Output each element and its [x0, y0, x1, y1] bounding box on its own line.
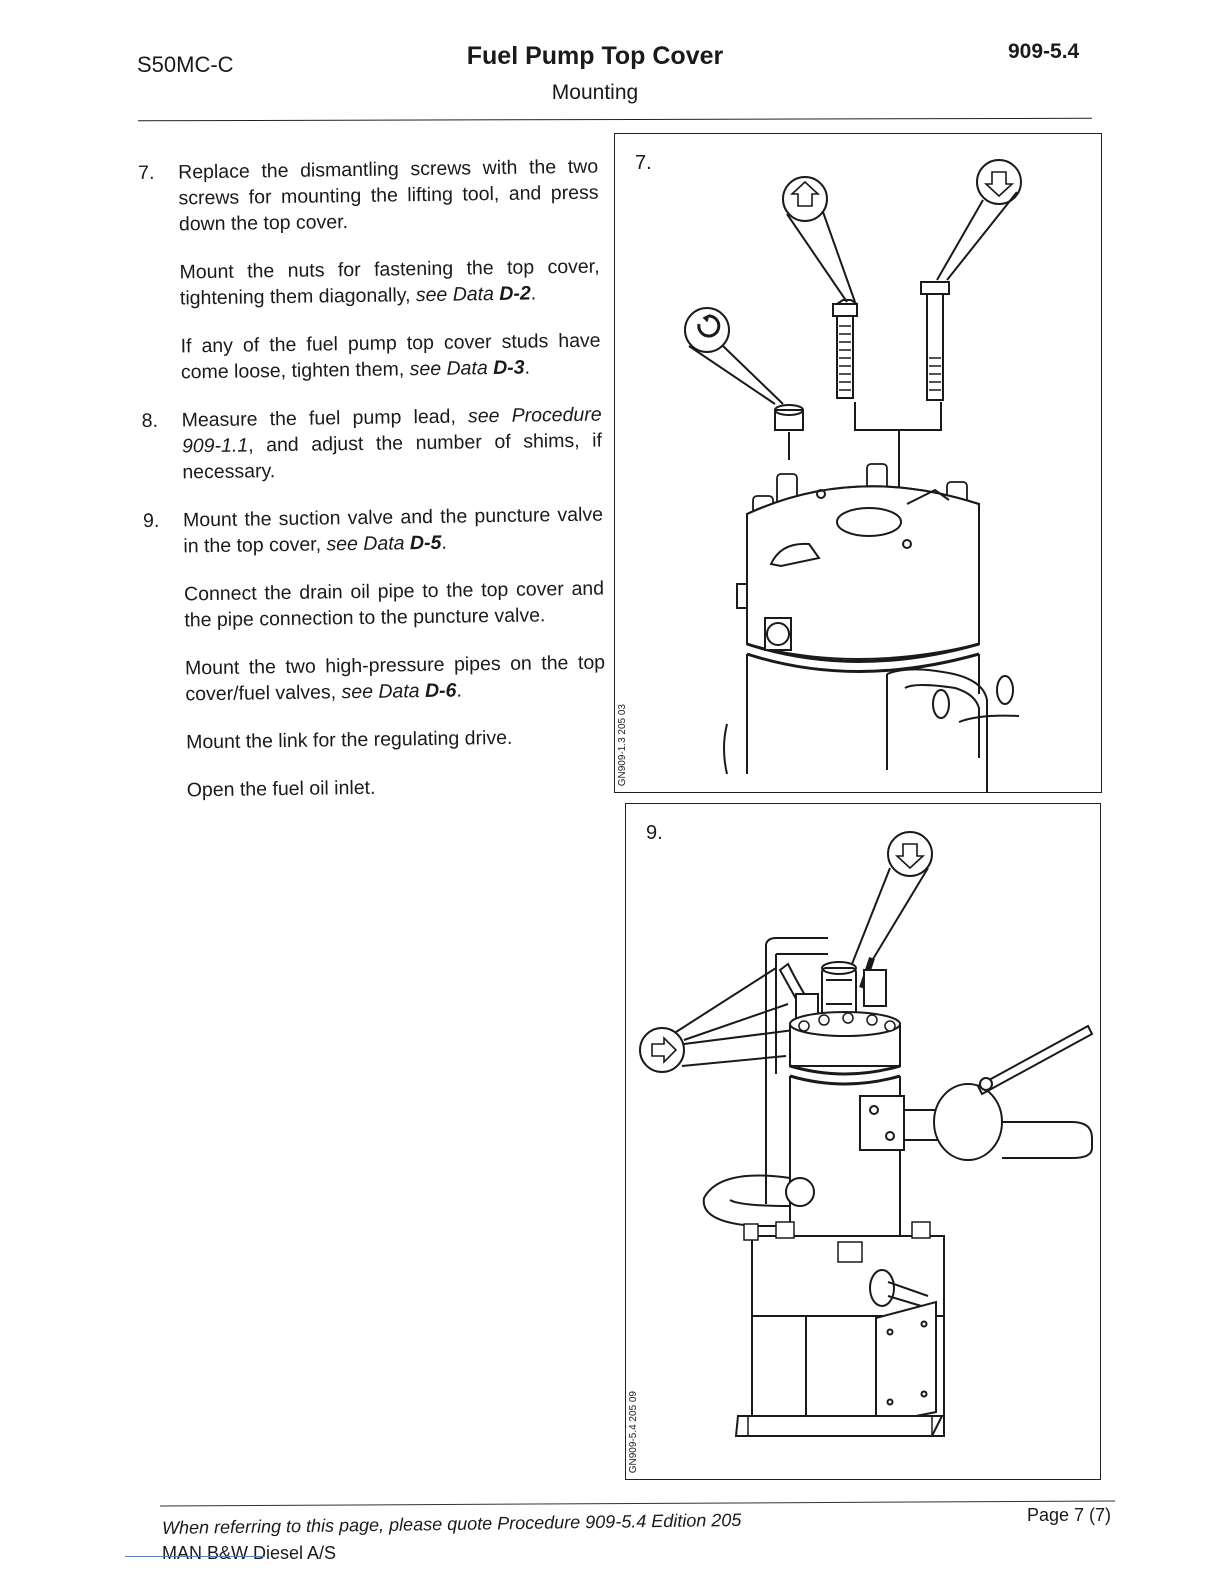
step-paragraph: Mount the suction valve and the puncture… [183, 502, 604, 560]
paragraph-suffix: . [530, 282, 537, 305]
figure-label: 9. [646, 822, 663, 844]
step-paragraph: Mount the link for the regulating drive. [186, 724, 606, 756]
figure-7: 7. GN909-1.3 205 03 [614, 133, 1102, 793]
paragraph-text: Mount the nuts for fastening the top cov… [179, 255, 600, 310]
step-number: 8. [141, 409, 159, 432]
footer-note: When referring to this page, please quot… [161, 1509, 742, 1538]
reference-prefix: see Data [326, 532, 411, 556]
procedure-step: 7. Replace the dismantling screws with th… [138, 154, 601, 386]
step-number: 9. [142, 509, 160, 532]
header-rule [138, 117, 1092, 122]
reference-prefix: see Data [409, 357, 494, 381]
reference-code: D-6 [424, 679, 457, 703]
company-name: MAN B&W Diesel A/S [162, 1543, 337, 1563]
paragraph-text: Replace the dismantling screws with the … [178, 155, 599, 236]
data-reference: see Data D-6 [341, 680, 456, 704]
step-number: 7. [138, 161, 155, 184]
up-arrow-icon [789, 180, 821, 207]
figure-label: 7. [635, 152, 652, 174]
step-paragraph: Mount the two high-pressure pipes on the… [185, 650, 606, 708]
data-reference: see Data D-5 [326, 532, 441, 556]
step-paragraph: Connect the drain oil pipe to the top co… [184, 576, 605, 634]
footer-rule [160, 1500, 1115, 1507]
paragraph-suffix: . [441, 531, 447, 554]
reference-code: D-2 [499, 282, 531, 305]
reference-code: D-5 [409, 531, 442, 555]
procedure-steps: 7. Replace the dismantling screws with th… [138, 154, 607, 816]
paragraph-suffix: . [524, 356, 531, 379]
reference-prefix: see Data [415, 282, 500, 307]
paragraph-text: Measure the fuel pump lead, [181, 405, 469, 432]
data-reference: see Data D-2 [416, 283, 531, 307]
right-arrow-icon [651, 1036, 678, 1064]
reference-code: D-3 [492, 356, 525, 380]
procedure-step: 9. Mount the suction valve and the punctu… [143, 502, 607, 804]
paragraph-text: Open the fuel oil inlet. [186, 776, 376, 802]
figure-9: 9. GN909-5.4 205 09 [625, 803, 1101, 1480]
procedure-step: 8. Measure the fuel pump lead, see Proced… [141, 402, 602, 486]
paragraph-text: Mount the link for the regulating drive. [185, 726, 513, 754]
paragraph-text: Connect the drain oil pipe to the top co… [183, 577, 605, 632]
step-paragraph: Measure the fuel pump lead, see Procedur… [181, 402, 602, 486]
paragraph-text: If any of the fuel pump top cover studs … [180, 329, 601, 384]
step-paragraph: Replace the dismantling screws with the … [178, 154, 599, 238]
reference-prefix: see Data [341, 680, 426, 704]
step-paragraph: Mount the nuts for fastening the top cov… [179, 254, 600, 312]
footer-underline [125, 1556, 265, 1557]
procedure-number: 909-5.4 [1008, 40, 1080, 63]
page-title: Fuel Pump Top Cover [466, 42, 724, 70]
down-arrow-icon [983, 171, 1015, 198]
step-paragraph: Open the fuel oil inlet. [187, 772, 607, 804]
data-reference: see Data D-3 [410, 357, 525, 381]
fuel-pump-top-cover-drawing [684, 159, 1022, 792]
paragraph-suffix: . [456, 679, 462, 702]
down-arrow-icon [894, 843, 926, 870]
header-engine-model: S50MC-C [137, 52, 234, 77]
step-paragraph: If any of the fuel pump top cover studs … [180, 328, 601, 386]
page-subtitle: Mounting [551, 81, 639, 104]
page-number: Page 7 (7) [1027, 1505, 1112, 1525]
header-title-block: Fuel Pump Top Cover Mounting [380, 42, 810, 105]
fuel-pump-assembly-drawing [639, 831, 1094, 1437]
